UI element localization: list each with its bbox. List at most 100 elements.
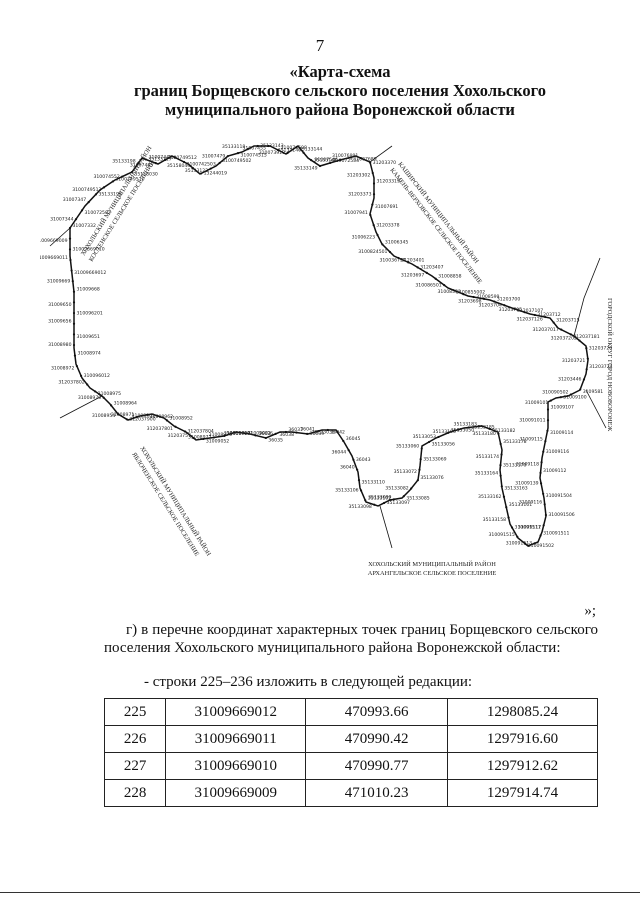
boundary-point-label: 35133110 bbox=[362, 480, 385, 486]
boundary-point-marker bbox=[376, 233, 379, 237]
amendment-paragraph-text: г) в перечне координат характерных точек… bbox=[104, 622, 598, 656]
boundary-point-label: 31009669012 bbox=[74, 270, 106, 276]
boundary-point-marker bbox=[200, 172, 203, 175]
boundary-point-label: 312037802 bbox=[58, 380, 84, 386]
boundary-point-marker bbox=[382, 501, 386, 505]
boundary-point-label: 310074508 bbox=[281, 145, 307, 151]
boundary-point-marker bbox=[505, 506, 508, 509]
boundary-point-marker bbox=[110, 404, 113, 407]
boundary-point-label: 31009668 bbox=[76, 287, 99, 293]
boundary-point-label: 31008858 bbox=[438, 274, 461, 280]
boundary-point-label: 35133185 bbox=[471, 425, 494, 431]
point-id-cell: 31009669012 bbox=[165, 698, 307, 726]
boundary-point-marker bbox=[94, 390, 97, 393]
boundary-point-marker bbox=[427, 440, 431, 444]
boundary-point-marker bbox=[284, 430, 287, 434]
coord-x-cell: 470990.77 bbox=[305, 752, 449, 780]
boundary-point-marker bbox=[191, 166, 194, 170]
boundary-point-label: 310091511 bbox=[515, 525, 541, 531]
boundary-point-marker bbox=[86, 383, 89, 386]
district-line-northwest bbox=[49, 227, 71, 247]
boundary-point-label: 35133158 bbox=[483, 517, 506, 523]
boundary-point-label: 36042 bbox=[330, 429, 345, 435]
boundary-point-label: 31008972 bbox=[51, 365, 74, 371]
boundary-point-marker bbox=[94, 193, 98, 196]
boundary-point-label: 31008970 bbox=[209, 432, 232, 438]
boundary-point-marker bbox=[523, 311, 526, 314]
point-id-cell: 31009669010 bbox=[165, 752, 307, 780]
boundary-point-label: 35133183 bbox=[454, 421, 477, 427]
boundary-point-label: 31203698 bbox=[458, 298, 481, 304]
boundary-point-marker bbox=[372, 193, 376, 196]
boundary-point-label: 31009656 bbox=[48, 319, 71, 325]
boundary-point-marker bbox=[72, 311, 76, 315]
coord-x-cell: 471010.23 bbox=[305, 779, 449, 807]
document-title: «Карта-схема границ Борщевского сельског… bbox=[120, 62, 560, 119]
boundary-point-label: 35133102 bbox=[368, 495, 391, 501]
boundary-point-marker bbox=[539, 534, 542, 537]
boundary-point-marker bbox=[472, 295, 475, 299]
boundary-point-label: 36040 bbox=[340, 465, 355, 471]
boundary-point-label: 31007445 bbox=[149, 154, 172, 160]
district-line-south bbox=[379, 505, 393, 549]
boundary-point-marker bbox=[73, 354, 77, 357]
boundary-point-marker bbox=[388, 250, 392, 254]
boundary-point-label: 35133035 bbox=[311, 429, 334, 435]
boundary-point-label: 310091511 bbox=[543, 530, 569, 536]
boundary-point-label: 310091502 bbox=[528, 543, 554, 549]
boundary-point-label: 35133069 bbox=[423, 456, 446, 462]
district-line-west bbox=[59, 395, 103, 419]
boundary-point-label: 35133198 bbox=[112, 158, 135, 164]
boundary-point-marker bbox=[286, 151, 289, 155]
boundary-point-label: 35158043 bbox=[167, 163, 190, 169]
boundary-point-label: 31008962 bbox=[150, 414, 173, 420]
boundary-point-marker bbox=[416, 479, 419, 482]
boundary-point-label: 310090502 bbox=[542, 390, 568, 396]
boundary-point-marker bbox=[359, 156, 362, 160]
region-label-s-1: ХОХОЛЬСКИЙ МУНИЦИПАЛЬНЫЙ РАЙОН bbox=[368, 560, 496, 568]
coord-y-cell: 1298085.24 bbox=[447, 698, 598, 726]
boundary-point-marker bbox=[419, 458, 422, 461]
boundary-point-marker bbox=[372, 223, 375, 227]
boundary-point-label: 3100855002 bbox=[456, 290, 485, 296]
boundary-point-marker bbox=[499, 442, 502, 446]
boundary-point-marker bbox=[467, 426, 470, 429]
boundary-point-marker bbox=[447, 431, 450, 434]
boundary-point-marker bbox=[121, 175, 124, 178]
boundary-point-label: 310091506 bbox=[548, 512, 574, 518]
boundary-point-marker bbox=[392, 498, 396, 501]
coord-x-cell: 470993.66 bbox=[305, 698, 449, 726]
boundary-point-marker bbox=[182, 160, 186, 164]
boundary-point-marker bbox=[111, 180, 114, 183]
boundary-point-marker bbox=[397, 256, 400, 260]
boundary-point-marker bbox=[75, 364, 78, 368]
boundary-point-label: 31007479 bbox=[202, 153, 225, 159]
row-number-cell: 225 bbox=[103, 698, 167, 726]
boundary-point-marker bbox=[488, 427, 491, 430]
boundary-point-label: 31203302 bbox=[347, 172, 370, 178]
coord-x-cell: 470990.42 bbox=[305, 725, 449, 753]
boundary-point-label: 35133162 bbox=[478, 494, 501, 500]
boundary-point-label: 31009139 bbox=[515, 481, 538, 487]
boundary-point-marker bbox=[478, 425, 481, 428]
boundary-point-label: 31203704 bbox=[478, 302, 501, 308]
boundary-point-marker bbox=[437, 435, 440, 439]
boundary-point-label: 35133090 bbox=[368, 494, 391, 500]
boundary-point-label: 31007344 bbox=[50, 216, 73, 222]
boundary-point-marker bbox=[146, 413, 149, 416]
boundary-point-label: 31203757 bbox=[168, 433, 191, 439]
boundary-point-marker bbox=[318, 164, 322, 168]
boundary-point-label: 35133163 bbox=[504, 486, 527, 492]
boundary-map-svg: 3100733231007344310072502310073473513319… bbox=[40, 143, 614, 577]
boundary-point-label: 3109581 bbox=[583, 389, 604, 395]
boundary-point-marker bbox=[74, 218, 78, 221]
boundary-point-marker bbox=[546, 419, 550, 422]
boundary-point-marker bbox=[274, 432, 277, 435]
boundary-point-label: 35133182 bbox=[492, 428, 515, 434]
boundary-point-marker bbox=[579, 388, 582, 391]
